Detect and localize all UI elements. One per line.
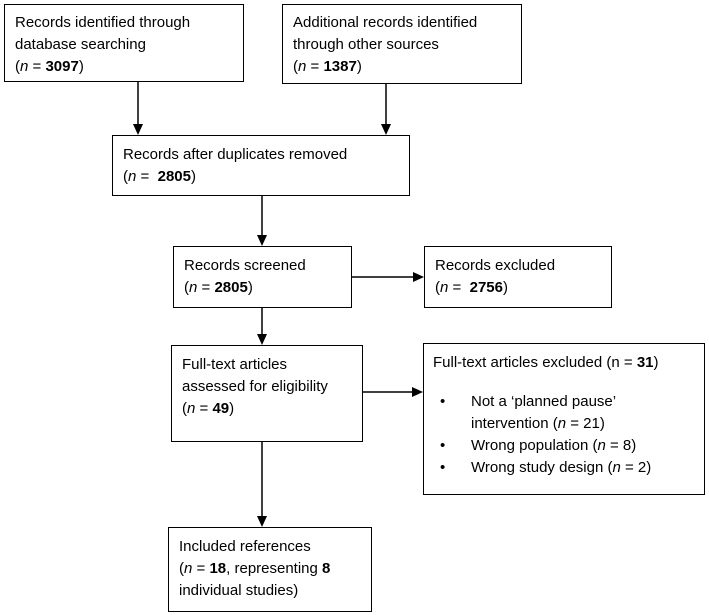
arrow-additional-to-duplicates bbox=[381, 84, 391, 135]
arrow-duplicates-to-screened bbox=[257, 196, 267, 246]
arrow-fulltext-to-included bbox=[257, 442, 267, 527]
box-text: Full-text articles bbox=[182, 356, 288, 373]
box-text: database searching bbox=[15, 36, 146, 53]
box-duplicates-removed: Records after duplicates removed (n = 28… bbox=[112, 135, 410, 196]
box-additional-records: Additional records identified through ot… bbox=[282, 4, 522, 84]
list-item-text: Wrong population (n = 8) bbox=[471, 437, 637, 454]
bullet-icon: • bbox=[440, 393, 446, 410]
box-included-references: Included references (n = 18, representin… bbox=[168, 527, 372, 612]
box-fulltext-assessed: Full-text articles assessed for eligibil… bbox=[171, 345, 363, 442]
count-line: (n = 49) bbox=[182, 400, 235, 417]
count-line: (n = 18, representing 8 bbox=[179, 560, 331, 577]
arrow-screened-to-excluded bbox=[352, 272, 424, 282]
box-title: Full-text articles excluded (n = 31) bbox=[433, 354, 659, 371]
box-text: assessed for eligibility bbox=[182, 378, 328, 395]
box-records-excluded: Records excluded (n = 2756) bbox=[424, 246, 612, 308]
count-line: (n = 3097) bbox=[15, 58, 84, 75]
list-item: • Wrong study design (n = 2) bbox=[433, 457, 694, 479]
bullet-icon: • bbox=[440, 459, 446, 476]
box-text: Records excluded bbox=[435, 257, 556, 274]
count-line: (n = 1387) bbox=[293, 58, 362, 75]
list-item-text: Wrong study design (n = 2) bbox=[471, 459, 652, 476]
box-text: individual studies) bbox=[179, 582, 299, 599]
count-line: (n = 2805) bbox=[123, 168, 196, 185]
bullet-icon: • bbox=[440, 437, 446, 454]
list-item: • Wrong population (n = 8) bbox=[433, 435, 694, 457]
box-fulltext-excluded: Full-text articles excluded (n = 31) • N… bbox=[423, 343, 705, 495]
list-item-text: Not a ‘planned pause’intervention (n = 2… bbox=[471, 393, 617, 432]
box-text: through other sources bbox=[293, 36, 439, 53]
box-text: Additional records identified bbox=[293, 14, 478, 31]
list-item: • Not a ‘planned pause’intervention (n =… bbox=[433, 391, 694, 435]
box-text: Records identified through bbox=[15, 14, 191, 31]
box-text: Records screened bbox=[184, 257, 306, 274]
count-line: (n = 2805) bbox=[184, 279, 253, 296]
count-line: (n = 2756) bbox=[435, 279, 508, 296]
arrow-fulltext-to-excluded bbox=[363, 387, 423, 397]
arrow-screened-to-fulltext bbox=[257, 308, 267, 345]
arrow-identified-to-duplicates bbox=[133, 82, 143, 135]
box-records-screened: Records screened (n = 2805) bbox=[173, 246, 352, 308]
box-text: Records after duplicates removed bbox=[123, 146, 348, 163]
exclusion-reason-list: • Not a ‘planned pause’intervention (n =… bbox=[433, 391, 694, 479]
box-records-identified: Records identified through database sear… bbox=[4, 4, 244, 82]
box-text: Included references bbox=[179, 538, 311, 555]
